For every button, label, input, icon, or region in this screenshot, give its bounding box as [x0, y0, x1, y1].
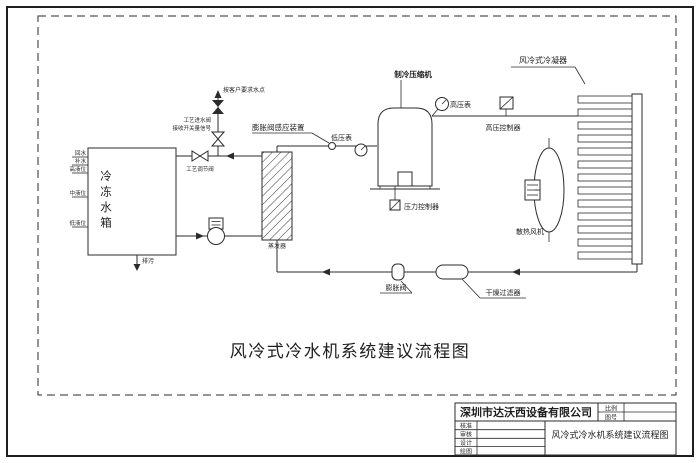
high-pressure-controller-label: 高压控制器	[486, 123, 521, 132]
expansion-sensor-label: 膨胀阀感应装置	[252, 122, 305, 132]
expansion-valve	[391, 263, 405, 281]
outer-border	[6, 6, 694, 457]
drawing-no-label: 图号	[605, 415, 617, 422]
fan-label: 散热风机	[516, 227, 544, 236]
diagram-title: 风冷式冷水机系统建议流程图	[230, 342, 471, 362]
tank-port-label: 中液位	[69, 189, 86, 197]
title-block-drawing-title: 风冷式冷水机系统建议流程图	[551, 429, 668, 441]
title-block: 深圳市达沃西设备有限公司 比例 图号 核准 审核 设计 绘图 风冷式冷水机系统建…	[454, 402, 677, 456]
compressor-label: 制冷压缩机	[394, 69, 432, 79]
sign-row-label: 核准	[460, 422, 472, 430]
discharge-line: 高压控制器	[432, 96, 578, 132]
suction-line: 膨胀阀感应装置 低压表	[252, 122, 377, 157]
branch-arrow	[214, 90, 222, 98]
expansion-valve-label: 膨胀阀	[386, 283, 407, 292]
pressure-controller-label: 压力控制器	[404, 202, 439, 211]
customer-point-label: 按客户要求水点	[223, 86, 265, 94]
signal-note-label: 接收开关量信号	[172, 124, 211, 132]
filter-drier-label: 干燥过滤器	[486, 288, 521, 297]
dashed-frame	[37, 15, 677, 396]
drain-label: 排污	[142, 257, 154, 265]
tank-port-label: 高液位	[69, 165, 86, 173]
water-pump	[207, 217, 225, 245]
sign-row-label: 设计	[460, 439, 472, 447]
evaporator: 蒸发器	[261, 151, 293, 250]
chilled-water-piping: 工艺调节阀 按客户要求水点 工艺进水阀 接收开关量信号	[172, 86, 265, 240]
company-name: 深圳市达沃西设备有限公司	[460, 405, 592, 419]
air-cooled-condenser: 风冷式冷凝器	[511, 55, 643, 265]
tank-port-label: 回水	[75, 149, 87, 157]
flow-arrow	[226, 152, 234, 160]
process-inlet-valve-label: 工艺进水阀	[183, 116, 211, 124]
tank-label: 冷冻水箱	[99, 170, 113, 232]
scale-label: 比例	[605, 405, 617, 413]
low-pressure-gauge-label: 低压表	[331, 133, 352, 142]
chilled-water-tank: 回水 补水 高液位 中液位 低液位 排污	[69, 147, 177, 271]
tank-port-label: 低液位	[69, 219, 86, 227]
high-pressure-gauge-label: 高压表	[450, 100, 471, 109]
process-reg-valve-label: 工艺调节阀	[186, 165, 214, 173]
drain-arrow	[133, 264, 141, 271]
cooling-fan: 散热风机	[516, 138, 565, 242]
tank-port-label: 补水	[75, 157, 87, 165]
liquid-line: 膨胀阀 干燥过滤器	[276, 240, 638, 299]
condenser-label: 风冷式冷凝器	[519, 55, 567, 65]
sign-row-label: 审核	[460, 431, 472, 439]
flow-arrow	[322, 268, 330, 276]
flow-arrow	[196, 232, 204, 240]
expansion-sensor-bulb	[328, 142, 336, 150]
filter-drier	[435, 264, 469, 280]
compressor: 制冷压缩机 高压表 压力控制器	[370, 69, 471, 211]
sign-row-label: 绘图	[460, 447, 472, 455]
flow-arrow	[512, 268, 520, 276]
